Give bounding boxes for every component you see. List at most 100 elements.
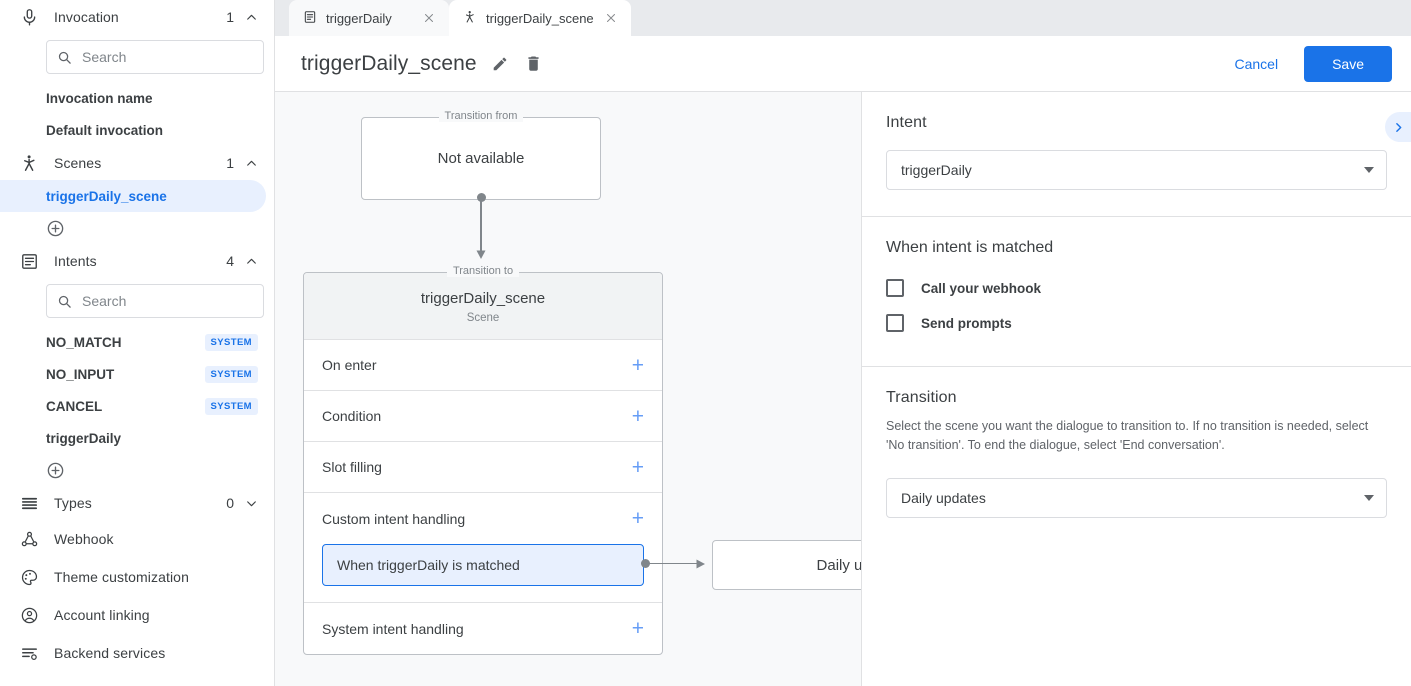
when-intent-matched-title: When intent is matched (886, 239, 1054, 256)
sidebar-section-count: 0 (226, 495, 234, 511)
sidebar-section-invocation[interactable]: Invocation 1 (0, 0, 274, 34)
chevron-up-icon (244, 10, 258, 24)
status-badge: SYSTEM (204, 397, 258, 415)
scene-row-system-intent-handling[interactable]: System intent handling + (304, 603, 662, 654)
scene-node[interactable]: Transition to triggerDaily_scene Scene O… (303, 265, 663, 655)
transition-section-description: Select the scene you want the dialogue t… (886, 419, 1369, 453)
add-custom-intent-handling-icon[interactable]: + (631, 507, 644, 530)
sidebar-item-triggerdaily[interactable]: triggerDaily (0, 422, 274, 454)
invocation-search-input[interactable] (82, 49, 253, 65)
search-icon (57, 50, 72, 65)
sidebar-item-label: Backend services (54, 645, 166, 661)
sidebar-section-count: 1 (226, 155, 234, 171)
intents-search-box[interactable] (46, 284, 264, 318)
checkbox-label: Call your webhook (921, 280, 1042, 296)
page-title: triggerDaily_scene (301, 51, 477, 75)
add-on-enter-icon[interactable]: + (631, 353, 644, 377)
cancel-button[interactable]: Cancel (1220, 47, 1292, 81)
scene-icon (463, 10, 477, 27)
status-badge: SYSTEM (204, 333, 258, 351)
intents-search-input[interactable] (82, 293, 253, 309)
intents-icon (18, 250, 40, 272)
intent-handler-chip[interactable]: When triggerDaily is matched (322, 544, 644, 586)
add-condition-icon[interactable]: + (631, 404, 644, 428)
sidebar-item-label: Account linking (54, 607, 150, 623)
sidebar-item-backend-services[interactable]: Backend services (0, 634, 274, 672)
add-system-intent-handling-icon[interactable]: + (631, 617, 644, 640)
transition-to-node[interactable]: Transition to Daily updates (712, 540, 861, 590)
sidebar-section-label: Invocation (54, 9, 119, 25)
palette-icon (18, 566, 40, 588)
scene-row-on-enter[interactable]: On enter + (304, 340, 662, 391)
transition-from-node[interactable]: Transition from Not available (361, 110, 601, 200)
tab-triggerdaily-scene[interactable]: triggerDaily_scene (449, 0, 631, 36)
sidebar-item-label: NO_MATCH (46, 334, 122, 350)
transition-select[interactable]: Daily updates (886, 477, 1387, 518)
close-icon[interactable] (421, 10, 437, 26)
body-area: Transition from Not available Transition… (275, 92, 1411, 686)
sidebar-section-scenes[interactable]: Scenes 1 (0, 146, 274, 180)
chevron-up-icon (244, 156, 258, 170)
invocation-search-box[interactable] (46, 40, 264, 74)
scenes-icon (18, 152, 40, 174)
scene-node-name: triggerDaily_scene (420, 290, 546, 307)
sidebar-item-cancel[interactable]: CANCEL SYSTEM (0, 390, 274, 422)
add-scene-button[interactable] (0, 212, 274, 244)
checkbox-box[interactable] (886, 314, 904, 332)
backend-services-icon (18, 642, 40, 664)
scene-group-custom-intent-handling: Custom intent handling + When triggerDai… (304, 493, 662, 603)
sidebar-item-no-input[interactable]: NO_INPUT SYSTEM (0, 358, 274, 390)
tab-label: triggerDaily (326, 10, 392, 26)
transition-select-value: Daily updates (901, 489, 986, 506)
checkbox-box[interactable] (886, 279, 904, 297)
sidebar-section-intents[interactable]: Intents 4 (0, 244, 274, 278)
add-slot-filling-icon[interactable]: + (631, 455, 644, 479)
left-sidebar: Invocation 1 Invocation name Default inv… (0, 0, 275, 686)
trash-icon[interactable] (524, 54, 543, 73)
intent-handler-chip-label: When triggerDaily is matched (337, 557, 520, 573)
sidebar-item-label: Theme customization (54, 569, 189, 585)
sidebar-item-label: Invocation name (46, 90, 153, 106)
sidebar-item-default-invocation[interactable]: Default invocation (0, 114, 274, 146)
checkbox-send-prompts[interactable]: Send prompts (886, 314, 1387, 332)
sidebar-item-theme-customization[interactable]: Theme customization (0, 558, 274, 596)
intent-icon (303, 10, 317, 27)
connector-arrow-down (476, 250, 486, 259)
scene-row-label: Slot filling (322, 459, 382, 475)
scene-row-label: Custom intent handling (322, 510, 466, 527)
chevron-right-icon[interactable] (1385, 112, 1411, 142)
sidebar-item-label: triggerDaily (46, 430, 122, 446)
scene-row-slot-filling[interactable]: Slot filling + (304, 442, 662, 493)
microphone-icon (18, 6, 40, 28)
intent-section-title: Intent (886, 114, 927, 131)
main-area: triggerDaily triggerDaily_scene (275, 0, 1411, 686)
add-intent-button[interactable] (0, 454, 274, 486)
sidebar-section-label: Intents (54, 253, 97, 269)
sidebar-item-label: NO_INPUT (46, 366, 115, 382)
sidebar-item-label: Webhook (54, 531, 114, 547)
sidebar-item-label: Default invocation (46, 122, 164, 138)
sidebar-item-no-match[interactable]: NO_MATCH SYSTEM (0, 326, 274, 358)
scene-graph-canvas[interactable]: Transition from Not available Transition… (275, 92, 862, 686)
sidebar-item-invocation-name[interactable]: Invocation name (0, 82, 274, 114)
sidebar-section-types[interactable]: Types 0 (0, 486, 274, 520)
intent-select-value: triggerDaily (901, 162, 972, 178)
checkbox-call-your-webhook[interactable]: Call your webhook (886, 279, 1387, 297)
tab-triggerdaily[interactable]: triggerDaily (289, 0, 449, 36)
scene-row-condition[interactable]: Condition + (304, 391, 662, 442)
save-button[interactable]: Save (1304, 45, 1392, 82)
close-icon[interactable] (603, 10, 619, 26)
scene-row-custom-intent-handling[interactable]: Custom intent handling + (304, 493, 662, 544)
chevron-down-icon (244, 496, 258, 510)
sidebar-item-account-linking[interactable]: Account linking (0, 596, 274, 634)
right-properties-panel: Intent triggerDaily When intent is match… (862, 92, 1411, 686)
sidebar-item-triggerdaily-scene[interactable]: triggerDaily_scene (0, 180, 266, 212)
sidebar-item-webhook[interactable]: Webhook (0, 520, 274, 558)
sidebar-item-label: triggerDaily_scene (46, 188, 167, 204)
sidebar-section-count: 4 (226, 253, 234, 269)
webhook-icon (18, 528, 40, 550)
pencil-icon[interactable] (491, 54, 510, 73)
connector-line-vertical (480, 197, 482, 255)
intent-select[interactable]: triggerDaily (886, 150, 1387, 190)
